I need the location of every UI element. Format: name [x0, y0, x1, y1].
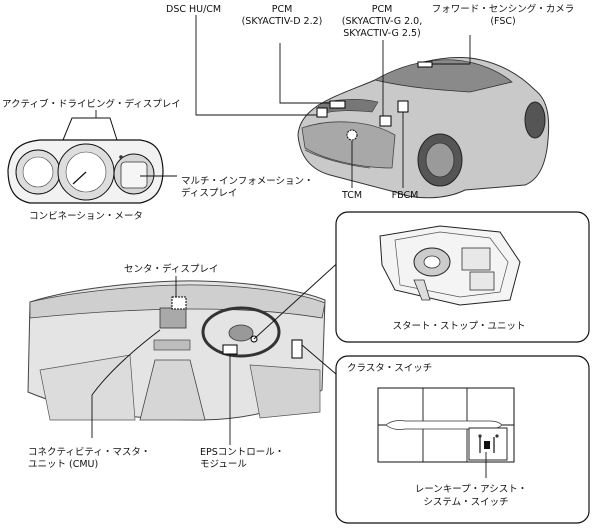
car-illustration: [297, 56, 550, 199]
label-fsc-line2: (FSC): [490, 16, 515, 27]
fbcm-part: [397, 100, 409, 113]
label-dsc-hu-cm: DSC HU/CM: [166, 4, 221, 15]
label-active-driving-display: アクティブ・ドライビング・ディスプレイ: [2, 98, 181, 110]
label-eps-line2: モジュール: [200, 459, 247, 470]
label-pcm-d-line2: (SKYACTIV-D 2.2): [242, 16, 323, 27]
fsc-part: [417, 61, 433, 68]
interior-illustration: [27, 280, 326, 421]
label-center-display: センタ・ディスプレイ: [124, 263, 218, 275]
label-eps-line1: EPSコントロール・: [200, 447, 284, 458]
label-fsc-line1: フォワード・センシング・カメラ: [432, 3, 575, 15]
tcm-part: [346, 129, 358, 141]
label-pcm-d-line1: PCM: [272, 4, 293, 15]
label-cmu-line1: コネクティビティ・マスタ・: [28, 447, 150, 458]
label-mid-line1: マルチ・インフォメーション・: [181, 176, 314, 187]
label-cluster-switch: クラスタ・スイッチ: [347, 363, 432, 374]
label-lkas-line2: システム・スイッチ: [423, 497, 508, 508]
label-tcm: TCM: [341, 190, 362, 201]
label-pcm-g-line1: PCM: [372, 4, 393, 15]
dsc-hu-cm-part: [316, 107, 328, 118]
label-mid-line2: ディスプレイ: [181, 187, 237, 199]
label-start-stop-unit: スタート・ストップ・ユニット: [392, 321, 525, 332]
label-cmu-line2: ユニット (CMU): [28, 459, 98, 470]
pcm-g-part: [379, 115, 392, 127]
label-pcm-g-line2: (SKYACTIV-G 2.0,: [342, 16, 423, 27]
label-combination-meter: コンビネーション・メータ: [29, 211, 143, 222]
label-pcm-g-line3: SKYACTIV-G 2.5): [343, 28, 420, 39]
label-fbcm: FBCM: [392, 190, 419, 201]
start-stop-unit-illustration: [379, 225, 521, 306]
combination-meter-illustration: [7, 117, 164, 204]
lane-keep-assist-icon: [479, 437, 495, 453]
pcm-d-part: [329, 100, 346, 109]
label-lkas-line1: レーンキープ・アシスト・: [415, 484, 528, 495]
cluster-switch-panel: [377, 387, 515, 463]
